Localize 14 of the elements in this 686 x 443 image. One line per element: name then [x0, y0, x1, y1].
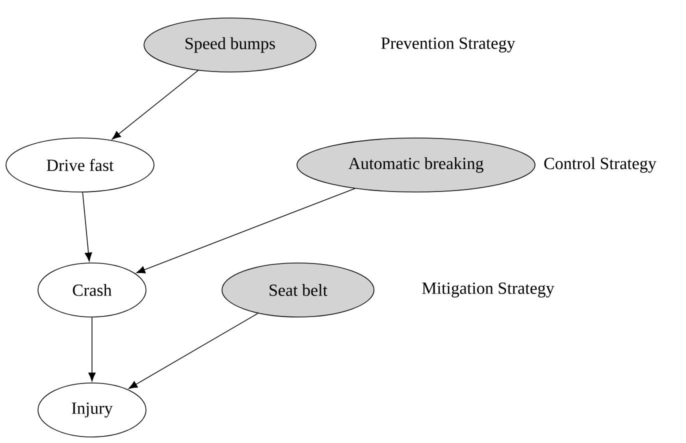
- ellipse-node: Seat belt: [222, 262, 374, 318]
- ellipse-node: Crash: [38, 262, 146, 318]
- arrow: [112, 70, 199, 140]
- arrow: [82, 192, 92, 262]
- ellipse-node: Automatic breaking: [296, 138, 536, 192]
- strategy-label: Prevention Strategy: [381, 38, 516, 52]
- ellipse-node: Speed bumps: [144, 18, 316, 72]
- arrow: [88, 316, 96, 382]
- arrow: [128, 312, 258, 389]
- strategy-label: Control Strategy: [544, 157, 656, 173]
- ellipse-node: Drive fast: [6, 138, 154, 192]
- strategy-label: Mitigation Strategy: [422, 282, 554, 298]
- arrow: [136, 188, 356, 274]
- ellipse-node: Injury: [38, 382, 146, 438]
